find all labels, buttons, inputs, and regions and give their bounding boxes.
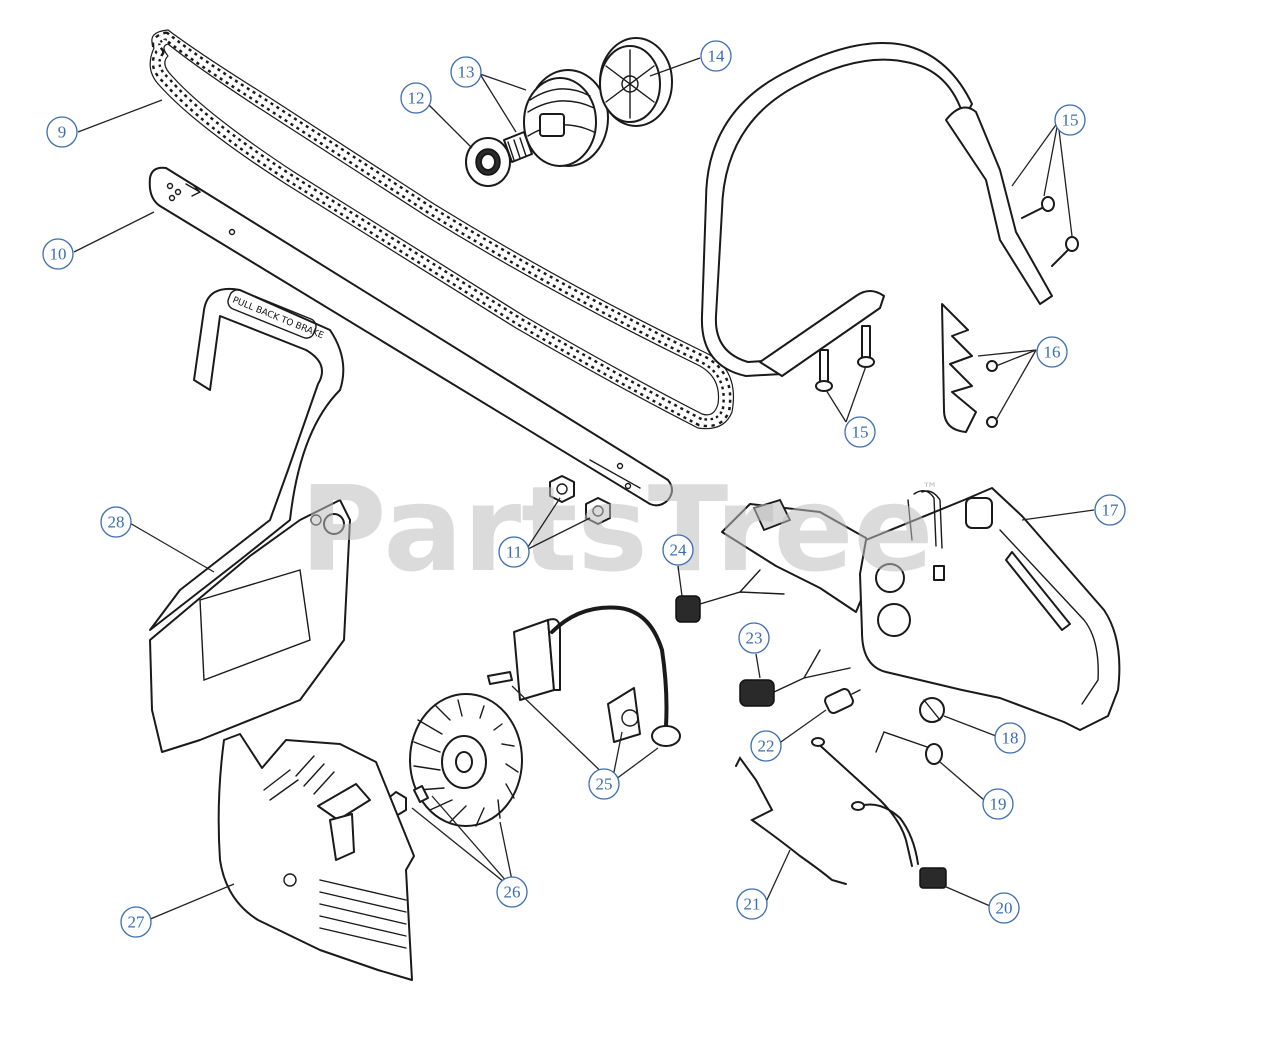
bar-nut-2 (585, 497, 611, 525)
callout-22: 22 (750, 730, 782, 762)
callout-19: 19 (982, 788, 1014, 820)
choke-knob (875, 731, 943, 765)
callouts: 9 10 11 12 13 14 15 15 (42, 40, 1126, 938)
svg-text:15: 15 (1062, 111, 1079, 130)
svg-text:25: 25 (596, 775, 613, 794)
rim-sprocket (465, 137, 511, 187)
screw-15d (857, 325, 875, 368)
starter-housing (217, 733, 415, 981)
callout-24: 24 (662, 534, 694, 566)
callout-20: 20 (988, 892, 1020, 924)
callout-14: 14 (700, 40, 732, 72)
flywheel (385, 693, 523, 827)
callout-16: 16 (1036, 336, 1068, 368)
screw-15c (815, 349, 833, 392)
needle-bearing (503, 131, 533, 163)
svg-text:9: 9 (58, 123, 67, 142)
clutch-drum (523, 69, 609, 167)
svg-text:10: 10 (50, 245, 67, 264)
callout-13: 13 (450, 56, 482, 88)
leader-lines (73, 57, 1095, 921)
callout-9: 9 (46, 116, 78, 148)
ignition-coil (487, 605, 681, 747)
svg-text:17: 17 (1102, 501, 1120, 520)
svg-text:22: 22 (758, 737, 775, 756)
fuel-cap (739, 649, 851, 707)
stop-switch (811, 737, 947, 889)
guide-bar (148, 166, 673, 507)
svg-text:16: 16 (1044, 343, 1061, 362)
callout-17: 17 (1094, 494, 1126, 526)
svg-text:11: 11 (506, 543, 522, 562)
callout-12: 12 (400, 82, 432, 114)
svg-text:28: 28 (108, 513, 125, 532)
throttle-rod (735, 756, 847, 885)
callout-28: 28 (100, 506, 132, 538)
svg-text:27: 27 (128, 913, 146, 932)
callout-23: 23 (738, 622, 770, 654)
engine-housing (721, 487, 1121, 731)
callout-27: 27 (120, 906, 152, 938)
svg-text:12: 12 (408, 89, 425, 108)
saw-chain (149, 29, 734, 430)
svg-text:21: 21 (744, 895, 761, 914)
front-handle (700, 42, 1079, 392)
fuel-filter (824, 687, 861, 715)
watermark-text: PartsTree (300, 460, 934, 598)
svg-text:15: 15 (852, 423, 869, 442)
callout-26: 26 (496, 876, 528, 908)
clutch-cover (599, 37, 673, 127)
svg-text:13: 13 (458, 63, 475, 82)
callout-11: 11 (498, 536, 530, 568)
callout-21: 21 (736, 888, 768, 920)
callout-10: 10 (42, 238, 74, 270)
bumper-spike (941, 303, 998, 433)
screw-15a (1021, 196, 1055, 219)
svg-text:23: 23 (746, 629, 763, 648)
callout-18: 18 (994, 722, 1026, 754)
svg-text:20: 20 (996, 899, 1013, 918)
primer-bulb (919, 697, 945, 723)
svg-text:14: 14 (708, 47, 726, 66)
callout-15-top: 15 (1054, 104, 1086, 136)
bar-nut-1 (549, 475, 575, 503)
callout-15-bottom: 15 (844, 416, 876, 448)
svg-text:19: 19 (990, 795, 1007, 814)
svg-text:24: 24 (670, 541, 688, 560)
svg-text:18: 18 (1002, 729, 1019, 748)
callout-25: 25 (588, 768, 620, 800)
svg-text:26: 26 (504, 883, 521, 902)
oil-cap (675, 569, 785, 623)
screw-15b (1051, 236, 1079, 267)
watermark-trademark: ™ (922, 479, 938, 498)
